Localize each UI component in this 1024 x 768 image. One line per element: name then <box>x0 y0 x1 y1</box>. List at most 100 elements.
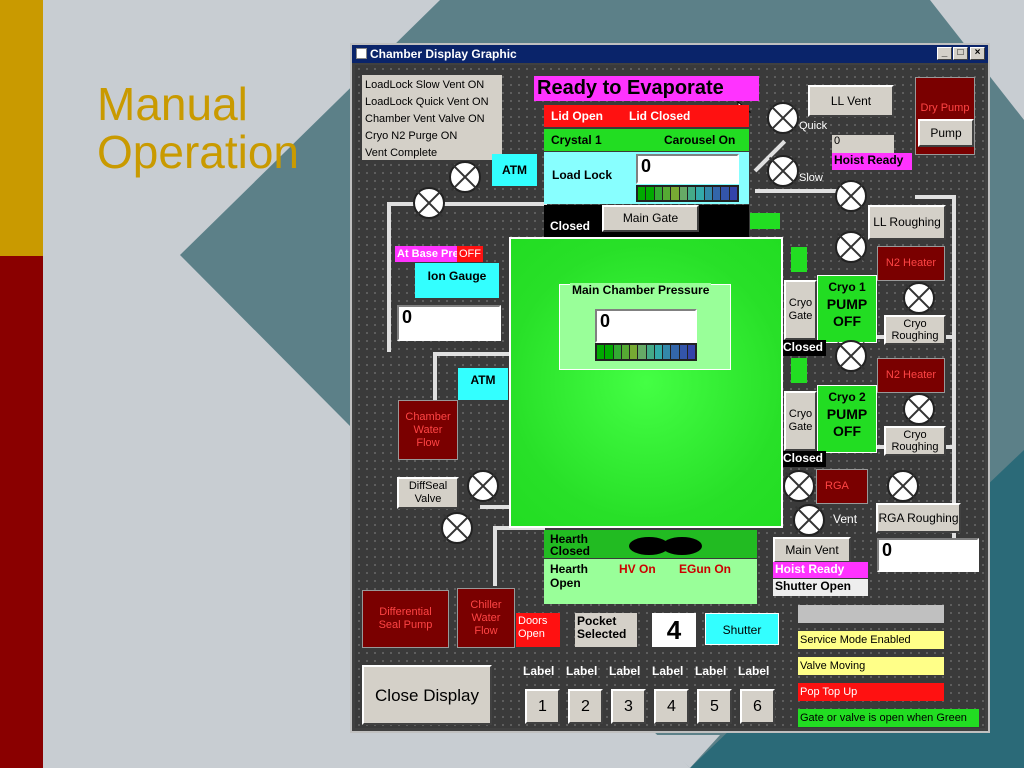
window-titlebar: Chamber Display Graphic _ □ × <box>352 45 988 63</box>
cryo2-gate-indicator <box>791 358 807 383</box>
cryo1-roughing-valve-icon[interactable] <box>903 282 935 314</box>
crystal-label: Crystal 1 <box>551 133 602 147</box>
pocket-selected-label: Pocket Selected <box>575 613 637 647</box>
pipe <box>480 505 520 509</box>
diffseal-valve-icon[interactable] <box>467 470 499 502</box>
legend-pop-top: Pop Top Up <box>798 683 944 701</box>
cryo1-gate-button[interactable]: Cryo Gate <box>784 280 817 340</box>
slide-title: Manual Operation <box>97 78 300 178</box>
cryo2-label: Cryo 2 <box>828 390 866 404</box>
pipe <box>433 352 437 422</box>
pocket-label: Label <box>695 664 727 678</box>
gate-open-indicator <box>750 213 780 229</box>
pocket-number: 4 <box>652 613 696 647</box>
status-log-line: Vent Complete <box>365 147 438 159</box>
at-base-press-label: At Base Press <box>397 248 471 260</box>
shutter-open-indicator: Shutter Open <box>773 579 868 596</box>
shutter-button[interactable]: Shutter <box>705 613 779 645</box>
pocket-3-button[interactable]: 3 <box>611 689 646 724</box>
atm-indicator-mid: ATM <box>458 368 508 400</box>
main-chamber-label: Main Chamber Pressure <box>570 283 712 297</box>
pipe <box>952 195 956 565</box>
status-log-line: LoadLock Slow Vent ON <box>365 79 485 91</box>
main-vent-valve-icon[interactable] <box>793 504 825 536</box>
cryo2-state: OFF <box>833 423 861 439</box>
cryo1-closed-label: Closed <box>783 340 826 356</box>
cryo1-gate-indicator <box>791 247 807 272</box>
cryo2-closed-label: Closed <box>783 451 826 467</box>
shutter-icon <box>629 537 702 555</box>
pocket-2-button[interactable]: 2 <box>568 689 603 724</box>
app-icon <box>356 48 367 59</box>
rga-indicator: RGA <box>816 469 868 504</box>
valve-icon[interactable] <box>449 161 481 193</box>
cryo2-gate-button[interactable]: Cryo Gate <box>784 391 817 451</box>
pipe <box>433 352 513 356</box>
pipe <box>493 526 545 530</box>
pocket-label: Label <box>523 664 555 678</box>
quick-label: Quick <box>799 120 828 132</box>
pocket-6-button[interactable]: 6 <box>740 689 775 724</box>
hearth-open-label: Hearth Open <box>550 562 589 590</box>
legend-valve-moving: Valve Moving <box>798 657 944 675</box>
status-log: LoadLock Slow Vent ON LoadLock Quick Ven… <box>362 75 502 160</box>
load-lock-label: Load Lock <box>552 168 613 182</box>
quick-vent-valve-icon[interactable] <box>767 102 799 134</box>
n2-heater-2: N2 Heater <box>877 358 945 393</box>
legend-service-mode: Service Mode Enabled <box>798 631 944 649</box>
ll-roughing-valve-icon[interactable] <box>835 180 867 212</box>
hv-on-label: HV On <box>619 562 656 576</box>
client-area: LoadLock Slow Vent ON LoadLock Quick Ven… <box>355 65 985 728</box>
load-lock-value: 0 <box>636 154 739 184</box>
pipe <box>493 526 497 586</box>
valve-icon[interactable] <box>441 512 473 544</box>
hoist-ready-top: Hoist Ready <box>832 153 912 170</box>
legend-open-green: Gate or valve is open when Green <box>798 709 979 727</box>
lid-open-label: Lid Open <box>551 109 603 123</box>
close-window-button[interactable]: × <box>970 47 985 60</box>
close-display-button[interactable]: Close Display <box>362 665 492 725</box>
main-gate-button[interactable]: Main Gate <box>602 205 699 232</box>
at-base-press-indicator: At Base Press OFF <box>395 246 483 262</box>
main-chamber-bargraph <box>595 343 697 361</box>
maximize-button[interactable]: □ <box>953 47 968 60</box>
ll-vent-button[interactable]: LL Vent <box>808 85 894 117</box>
egun-on-label: EGun On <box>679 562 731 576</box>
main-vent-button[interactable]: Main Vent <box>773 537 851 563</box>
lid-status: Lid Open Lid Closed <box>544 105 749 127</box>
ion-gauge-label: Ion Gauge <box>415 263 499 298</box>
cryo2-roughing-button[interactable]: Cryo Roughing <box>884 426 946 456</box>
pipe <box>755 189 855 193</box>
pocket-label: Label <box>738 664 770 678</box>
carousel-label: Carousel On <box>664 133 736 147</box>
vent-label: Vent <box>833 512 858 526</box>
diffseal-valve-button[interactable]: DiffSeal Valve <box>397 477 459 509</box>
pump-button[interactable]: Pump <box>918 119 974 147</box>
pocket-5-button[interactable]: 5 <box>697 689 732 724</box>
rga-roughing-button[interactable]: RGA Roughing <box>876 503 961 533</box>
valve-icon[interactable] <box>413 187 445 219</box>
cryo1-roughing-button[interactable]: Cryo Roughing <box>884 315 946 345</box>
minimize-button[interactable]: _ <box>937 47 952 60</box>
ll-roughing-button[interactable]: LL Roughing <box>868 205 946 240</box>
rga-valve-icon[interactable] <box>783 470 815 502</box>
slow-label: Slow <box>799 172 823 184</box>
slow-vent-valve-icon[interactable] <box>767 155 799 187</box>
pipe <box>387 202 391 352</box>
pocket-1-button[interactable]: 1 <box>525 689 560 724</box>
pocket-label: Label <box>566 664 598 678</box>
rga-roughing-valve-icon[interactable] <box>887 470 919 502</box>
doors-open-indicator: Doors Open <box>516 613 560 647</box>
pocket-label: Label <box>652 664 684 678</box>
chamber-display-window: Chamber Display Graphic _ □ × LoadLock S… <box>350 43 990 733</box>
pocket-label: Label <box>609 664 641 678</box>
cryo2-roughing-valve-icon[interactable] <box>903 393 935 425</box>
n2-valve-icon[interactable] <box>835 231 867 263</box>
pocket-4-button[interactable]: 4 <box>654 689 689 724</box>
chiller-water-flow-indicator: Chiller Water Flow <box>457 588 515 648</box>
chamber-water-flow-indicator: Chamber Water Flow <box>398 400 458 460</box>
status-log-line: Cryo N2 Purge ON <box>365 130 458 142</box>
n2-valve-icon[interactable] <box>835 340 867 372</box>
diff-seal-pump-indicator: Differential Seal Pump <box>362 590 449 648</box>
hearth-open-row: Hearth Open HV On EGun On <box>544 559 757 604</box>
